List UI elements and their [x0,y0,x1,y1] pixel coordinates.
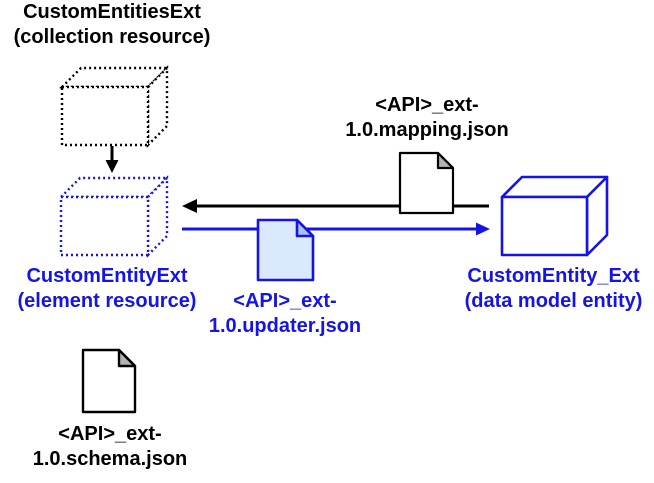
schema-doc-icon [81,348,137,414]
mapping-file-line2: 1.0.mapping.json [345,119,509,141]
mapping-doc-icon [398,151,455,215]
element-resource-subtitle: (element resource) [17,290,197,312]
data-model-entity-title: CustomEntity_Ext [467,265,640,287]
data-model-cube-icon [500,175,609,257]
collection-cube-icon [59,65,170,148]
collection-resource-subtitle: (collection resource) [13,26,211,48]
schema-file-label: <API>_ext- 1.0.schema.json [18,422,202,472]
mapping-file-line1: <API>_ext- [375,94,479,116]
mapping-file-label: <API>_ext- 1.0.mapping.json [336,93,518,143]
element-resource-title: CustomEntityExt [26,265,188,287]
down-arrow [105,146,119,173]
schema-file-line2: 1.0.schema.json [32,448,188,470]
updater-file-line1: <API>_ext- [233,290,337,312]
data-model-entity-label: CustomEntity_Ext (data model entity) [453,264,654,314]
collection-resource-label: CustomEntitiesExt (collection resource) [0,0,224,50]
updater-file-label: <API>_ext- 1.0.updater.json [190,289,380,339]
element-resource-label: CustomEntityExt (element resource) [0,264,214,314]
element-cube-icon [58,175,170,258]
updater-doc-icon [256,218,315,282]
updater-arrow [182,222,490,236]
schema-file-line1: <API>_ext- [58,423,162,445]
updater-file-line2: 1.0.updater.json [208,315,362,337]
collection-resource-title: CustomEntitiesExt [23,1,201,23]
data-model-entity-subtitle: (data model entity) [464,290,643,312]
